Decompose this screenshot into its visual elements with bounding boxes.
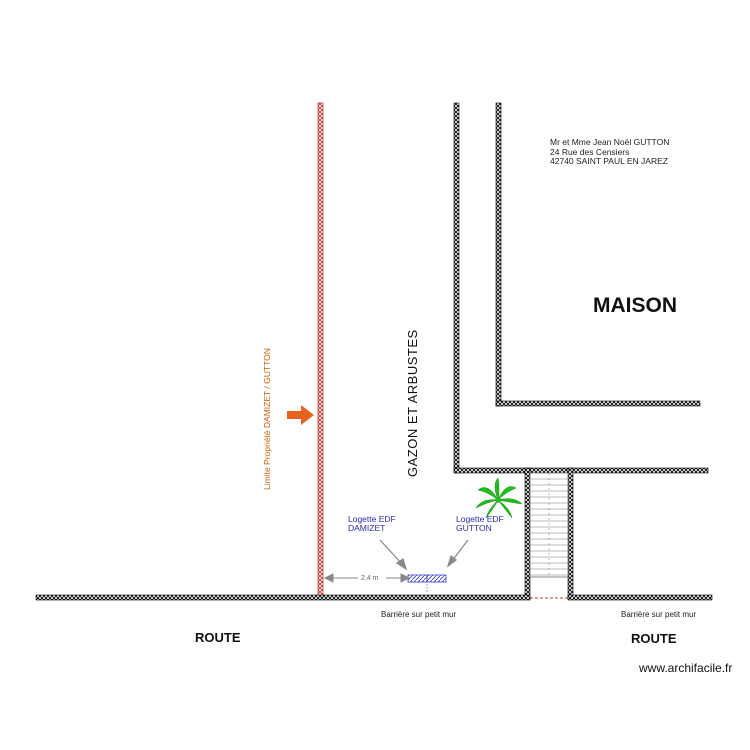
front-wall-right <box>567 594 713 601</box>
barrier-label-right: Barrière sur petit mur <box>621 610 697 619</box>
logette-gutton-label: Logette EDF GUTTON <box>456 515 504 533</box>
property-limit-wall <box>317 102 324 600</box>
house-wall-lower <box>453 467 709 474</box>
property-limit-label: Limite Propriété DAMIZET / GUTTON <box>262 348 272 490</box>
logette-damizet-label: Logette EDF DAMIZET <box>348 515 396 533</box>
barrier-label-left: Barrière sur petit mur <box>381 610 457 619</box>
stair-wall-left <box>524 467 531 600</box>
stair-wall-right <box>567 467 574 600</box>
dimension-label: 2.4 m <box>361 575 379 582</box>
logette-gutton-line1: Logette EDF <box>456 514 504 524</box>
road-label-right: ROUTE <box>631 631 677 646</box>
house-label: MAISON <box>593 294 677 317</box>
logette-damizet-box <box>407 574 428 583</box>
palm-tree-icon <box>475 477 523 519</box>
road-label-left: ROUTE <box>195 630 241 645</box>
house-wall-inner-left <box>495 102 502 407</box>
owner-city: 42740 SAINT PAUL EN JAREZ <box>550 156 668 166</box>
logette-damizet-line1: Logette EDF <box>348 514 396 524</box>
house-wall-inner-bottom <box>495 400 701 407</box>
owner-name: Mr et Mme Jean Noël GUTTON <box>550 137 670 147</box>
dimension-line <box>323 573 428 593</box>
garden-label: GAZON ET ARBUSTES <box>405 329 420 477</box>
garden-wall-left <box>453 102 460 474</box>
arrow-icon <box>287 405 314 425</box>
logette-gutton-box <box>426 574 447 583</box>
watermark: www.archifacile.fr <box>639 661 733 675</box>
logette-leaders <box>379 539 469 571</box>
logette-gutton-line2: GUTTON <box>456 523 492 533</box>
owner-street: 24 Rue des Censiers <box>550 146 630 157</box>
front-wall-left <box>35 594 531 601</box>
owner-address: Mr et Mme Jean Noël GUTTON 24 Rue des Ce… <box>550 137 670 167</box>
logette-damizet-line2: DAMIZET <box>348 523 386 533</box>
staircase <box>529 472 569 578</box>
